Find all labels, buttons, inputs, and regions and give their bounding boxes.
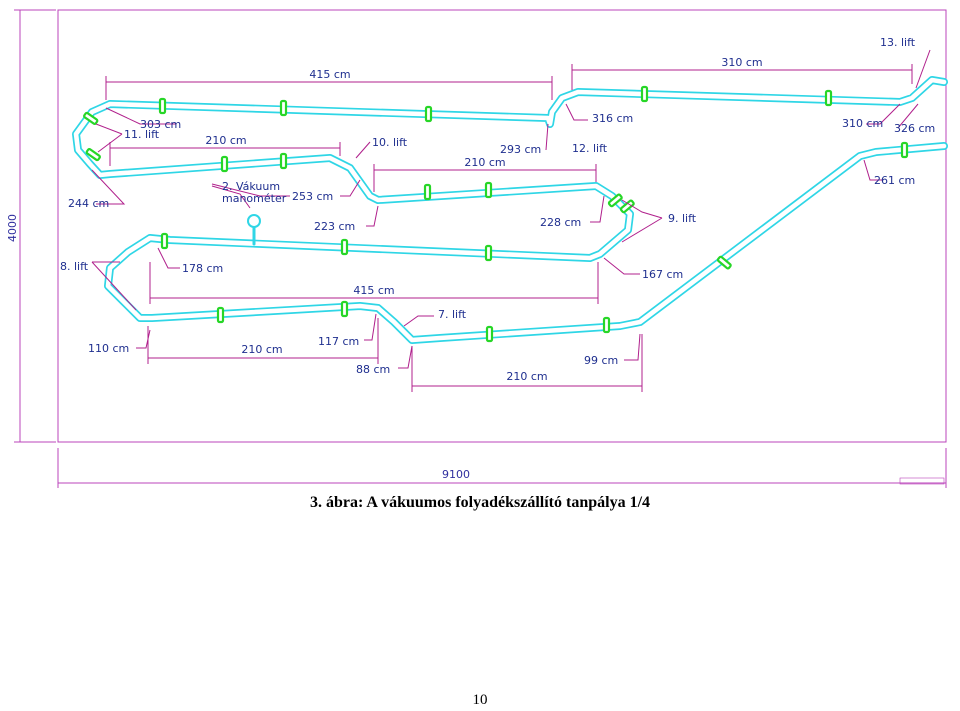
width-dimension-label: 9100 xyxy=(442,468,470,481)
dimension-label: 210 cm xyxy=(205,134,246,147)
dimension-label: 99 cm xyxy=(584,354,618,367)
coupling xyxy=(220,155,229,173)
page-number: 10 xyxy=(472,692,488,708)
coupling xyxy=(279,99,288,117)
dimension-label: 178 cm xyxy=(182,262,223,275)
dimension-label: 210 cm xyxy=(506,370,547,383)
coupling xyxy=(824,89,833,107)
coupling xyxy=(900,141,909,159)
coupling xyxy=(640,85,649,103)
coupling xyxy=(279,152,288,170)
dimension-label: 261 cm xyxy=(874,174,915,187)
lift-label: 12. lift xyxy=(572,142,608,155)
dimension-label: 88 cm xyxy=(356,363,390,376)
coupling xyxy=(83,111,99,125)
dimension-label: 244 cm xyxy=(68,197,109,210)
lift-label: 9. lift xyxy=(668,212,697,225)
height-dimension-label: 4000 xyxy=(6,214,19,242)
coupling xyxy=(423,183,432,201)
dimension-lines xyxy=(105,64,913,392)
dimension-label: 310 cm xyxy=(842,117,883,130)
coupling xyxy=(716,255,732,270)
lift-label: 13. lift xyxy=(880,36,916,49)
dimension-label: 210 cm xyxy=(241,343,282,356)
coupling xyxy=(340,300,349,318)
coupling xyxy=(340,238,349,256)
dimension-label: 167 cm xyxy=(642,268,683,281)
dimension-label: 110 cm xyxy=(88,342,129,355)
dimension-label: 228 cm xyxy=(540,216,581,229)
drawing-frame xyxy=(14,9,947,488)
dimension-label: 303 cm xyxy=(140,118,181,131)
dimension-label: 223 cm xyxy=(314,220,355,233)
dimension-label: 415 cm xyxy=(309,68,350,81)
coupling xyxy=(424,105,433,123)
lift-label: 8. lift xyxy=(60,260,89,273)
coupling xyxy=(485,325,494,343)
lift-label: 11. lift xyxy=(124,128,160,141)
lift-label: 10. lift xyxy=(372,136,408,149)
lift-label: 7. lift xyxy=(438,308,467,321)
coupling xyxy=(216,306,225,324)
vacuum-pipe xyxy=(72,76,948,344)
figure-caption: 3. ábra: A vákuumos folyadékszállító tan… xyxy=(309,494,651,511)
dimension-label: 293 cm xyxy=(500,143,541,156)
manometer-label: 2. Vákuum xyxy=(222,180,280,193)
coupling xyxy=(158,97,167,115)
coupling xyxy=(484,181,493,199)
dimension-label: 253 cm xyxy=(292,190,333,203)
coupling xyxy=(484,244,493,262)
dimension-label: 310 cm xyxy=(721,56,762,69)
dimension-label: 326 cm xyxy=(894,122,935,135)
dimension-label: 117 cm xyxy=(318,335,359,348)
dimension-label: 210 cm xyxy=(464,156,505,169)
coupling xyxy=(602,316,611,334)
frame-border xyxy=(57,9,947,443)
dimension-label: 316 cm xyxy=(592,112,633,125)
leader-lines xyxy=(91,49,931,369)
dimension-label: 415 cm xyxy=(353,284,394,297)
coupling xyxy=(619,199,635,214)
coupling xyxy=(85,148,101,162)
pipe-layout-drawing: 4000 9100 xyxy=(6,9,948,488)
pipe-couplings xyxy=(83,85,909,343)
manometer-label: manométer xyxy=(222,192,287,205)
coupling xyxy=(160,232,169,250)
coupling xyxy=(607,193,623,208)
vacuum-manometer-icon xyxy=(247,214,261,228)
